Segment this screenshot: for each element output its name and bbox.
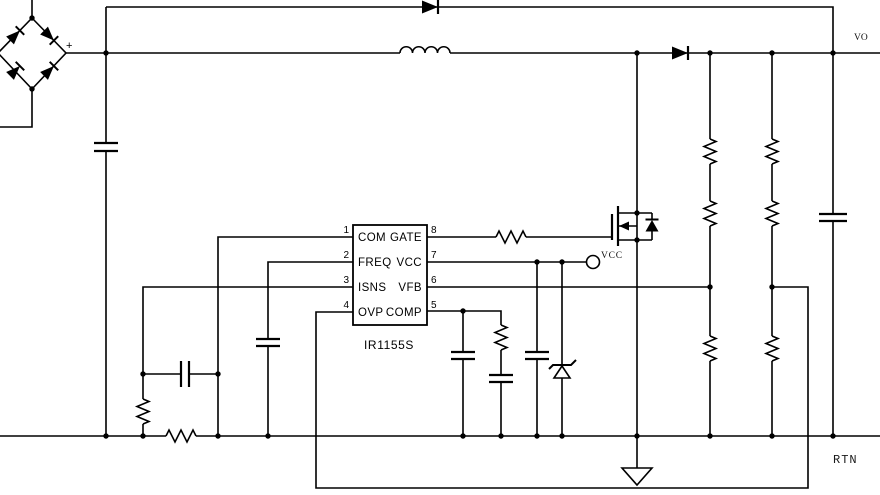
pin1-com-net [217,236,353,436]
pin-number-2: 2 [343,250,349,261]
vcc-terminal-circle [585,254,601,270]
zener-triangle [552,364,572,379]
bridge-rectifier: + [0,16,72,91]
vcc-decoupling-capacitor [525,350,549,361]
pin-label-vcc: VCC [397,257,422,269]
divider1-resistor-top [701,138,719,165]
pin-number-3: 3 [343,275,349,286]
divider1-resistor-bottom [701,335,719,362]
divider2-resistor-top [763,138,781,165]
isns-filter-capacitor [179,361,191,387]
bridge-diode-bottom-left [6,61,25,80]
pin-label-vfb: VFB [398,282,422,294]
comp-capacitor-2 [489,373,513,384]
pin-label-isns: ISNS [358,282,386,294]
pin-label-comp: COMP [386,307,422,319]
pin-number-1: 1 [343,225,349,236]
boost-diode [672,46,690,60]
pin-number-8: 8 [431,225,437,236]
bridge-diode-top-right [40,26,59,46]
pin-number-6: 6 [431,275,437,286]
bridge-diode-top-left [6,25,25,45]
pin-number-5: 5 [431,300,437,311]
isns-resistor [134,398,152,425]
boost-inductor [399,45,451,54]
pin-label-gate: GATE [390,232,422,244]
body-diode-triangle [645,220,659,232]
pin3-isns-net [142,286,353,436]
output-divider-2 [763,138,781,362]
vcc-zener-diode [548,359,577,379]
comp-resistor [492,324,510,351]
mosfet-source-arrow [619,221,629,231]
divider2-resistor-mid [763,200,781,227]
ic-part-number: IR1155S [364,338,414,352]
pin-number-7: 7 [431,250,437,261]
power-mosfet [610,206,659,246]
comp-capacitor-1 [451,350,475,361]
current-sense-resistor [165,428,197,444]
pin-label-ovp: OVP [358,307,384,319]
pin2-freq-net [267,261,353,436]
pin-label-freq: FREQ [358,257,392,269]
junction-dots [29,15,836,439]
divider1-resistor-mid [701,200,719,227]
ground-symbol [620,467,654,487]
ic-body [352,224,428,326]
pin-number-4: 4 [343,300,349,311]
bypass-diode [422,0,440,14]
vcc-terminal-label: VCC [601,251,623,261]
bridge-diode-bottom-right [40,61,59,80]
pin5-comp-net [427,310,502,436]
rtn-label: RTN [833,453,858,467]
top-bypass-rail [106,6,834,53]
bridge-bottom-stub [0,89,33,128]
pin4-ovp-net [315,286,809,489]
input-filter-capacitor [94,141,118,153]
output-capacitor [819,212,847,223]
divider2-resistor-bottom [763,335,781,362]
output-divider-1 [701,138,719,362]
ic-ir1155s: 1 2 3 4 8 7 6 5 COM FREQ ISNS OVP GATE V… [343,224,437,352]
vcc-terminal: VCC [585,251,623,270]
gate-resistor [495,229,527,245]
bridge-diamond [0,16,68,91]
pin-label-com: COM [358,232,386,244]
vout-label: VO [854,33,868,43]
freq-capacitor [256,337,280,348]
bridge-plus-label: + [66,40,72,52]
